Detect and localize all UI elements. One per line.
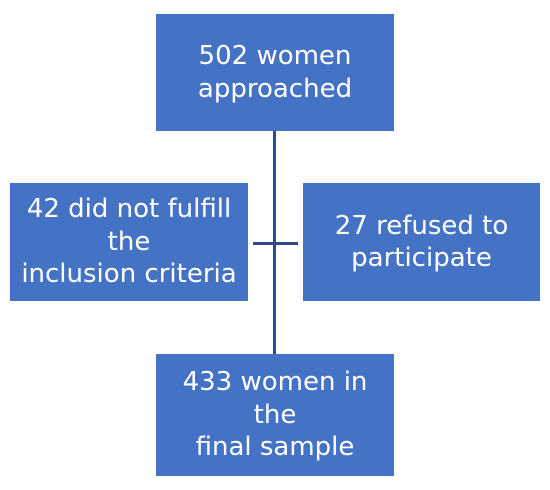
horizontal-connector-line — [253, 242, 298, 245]
